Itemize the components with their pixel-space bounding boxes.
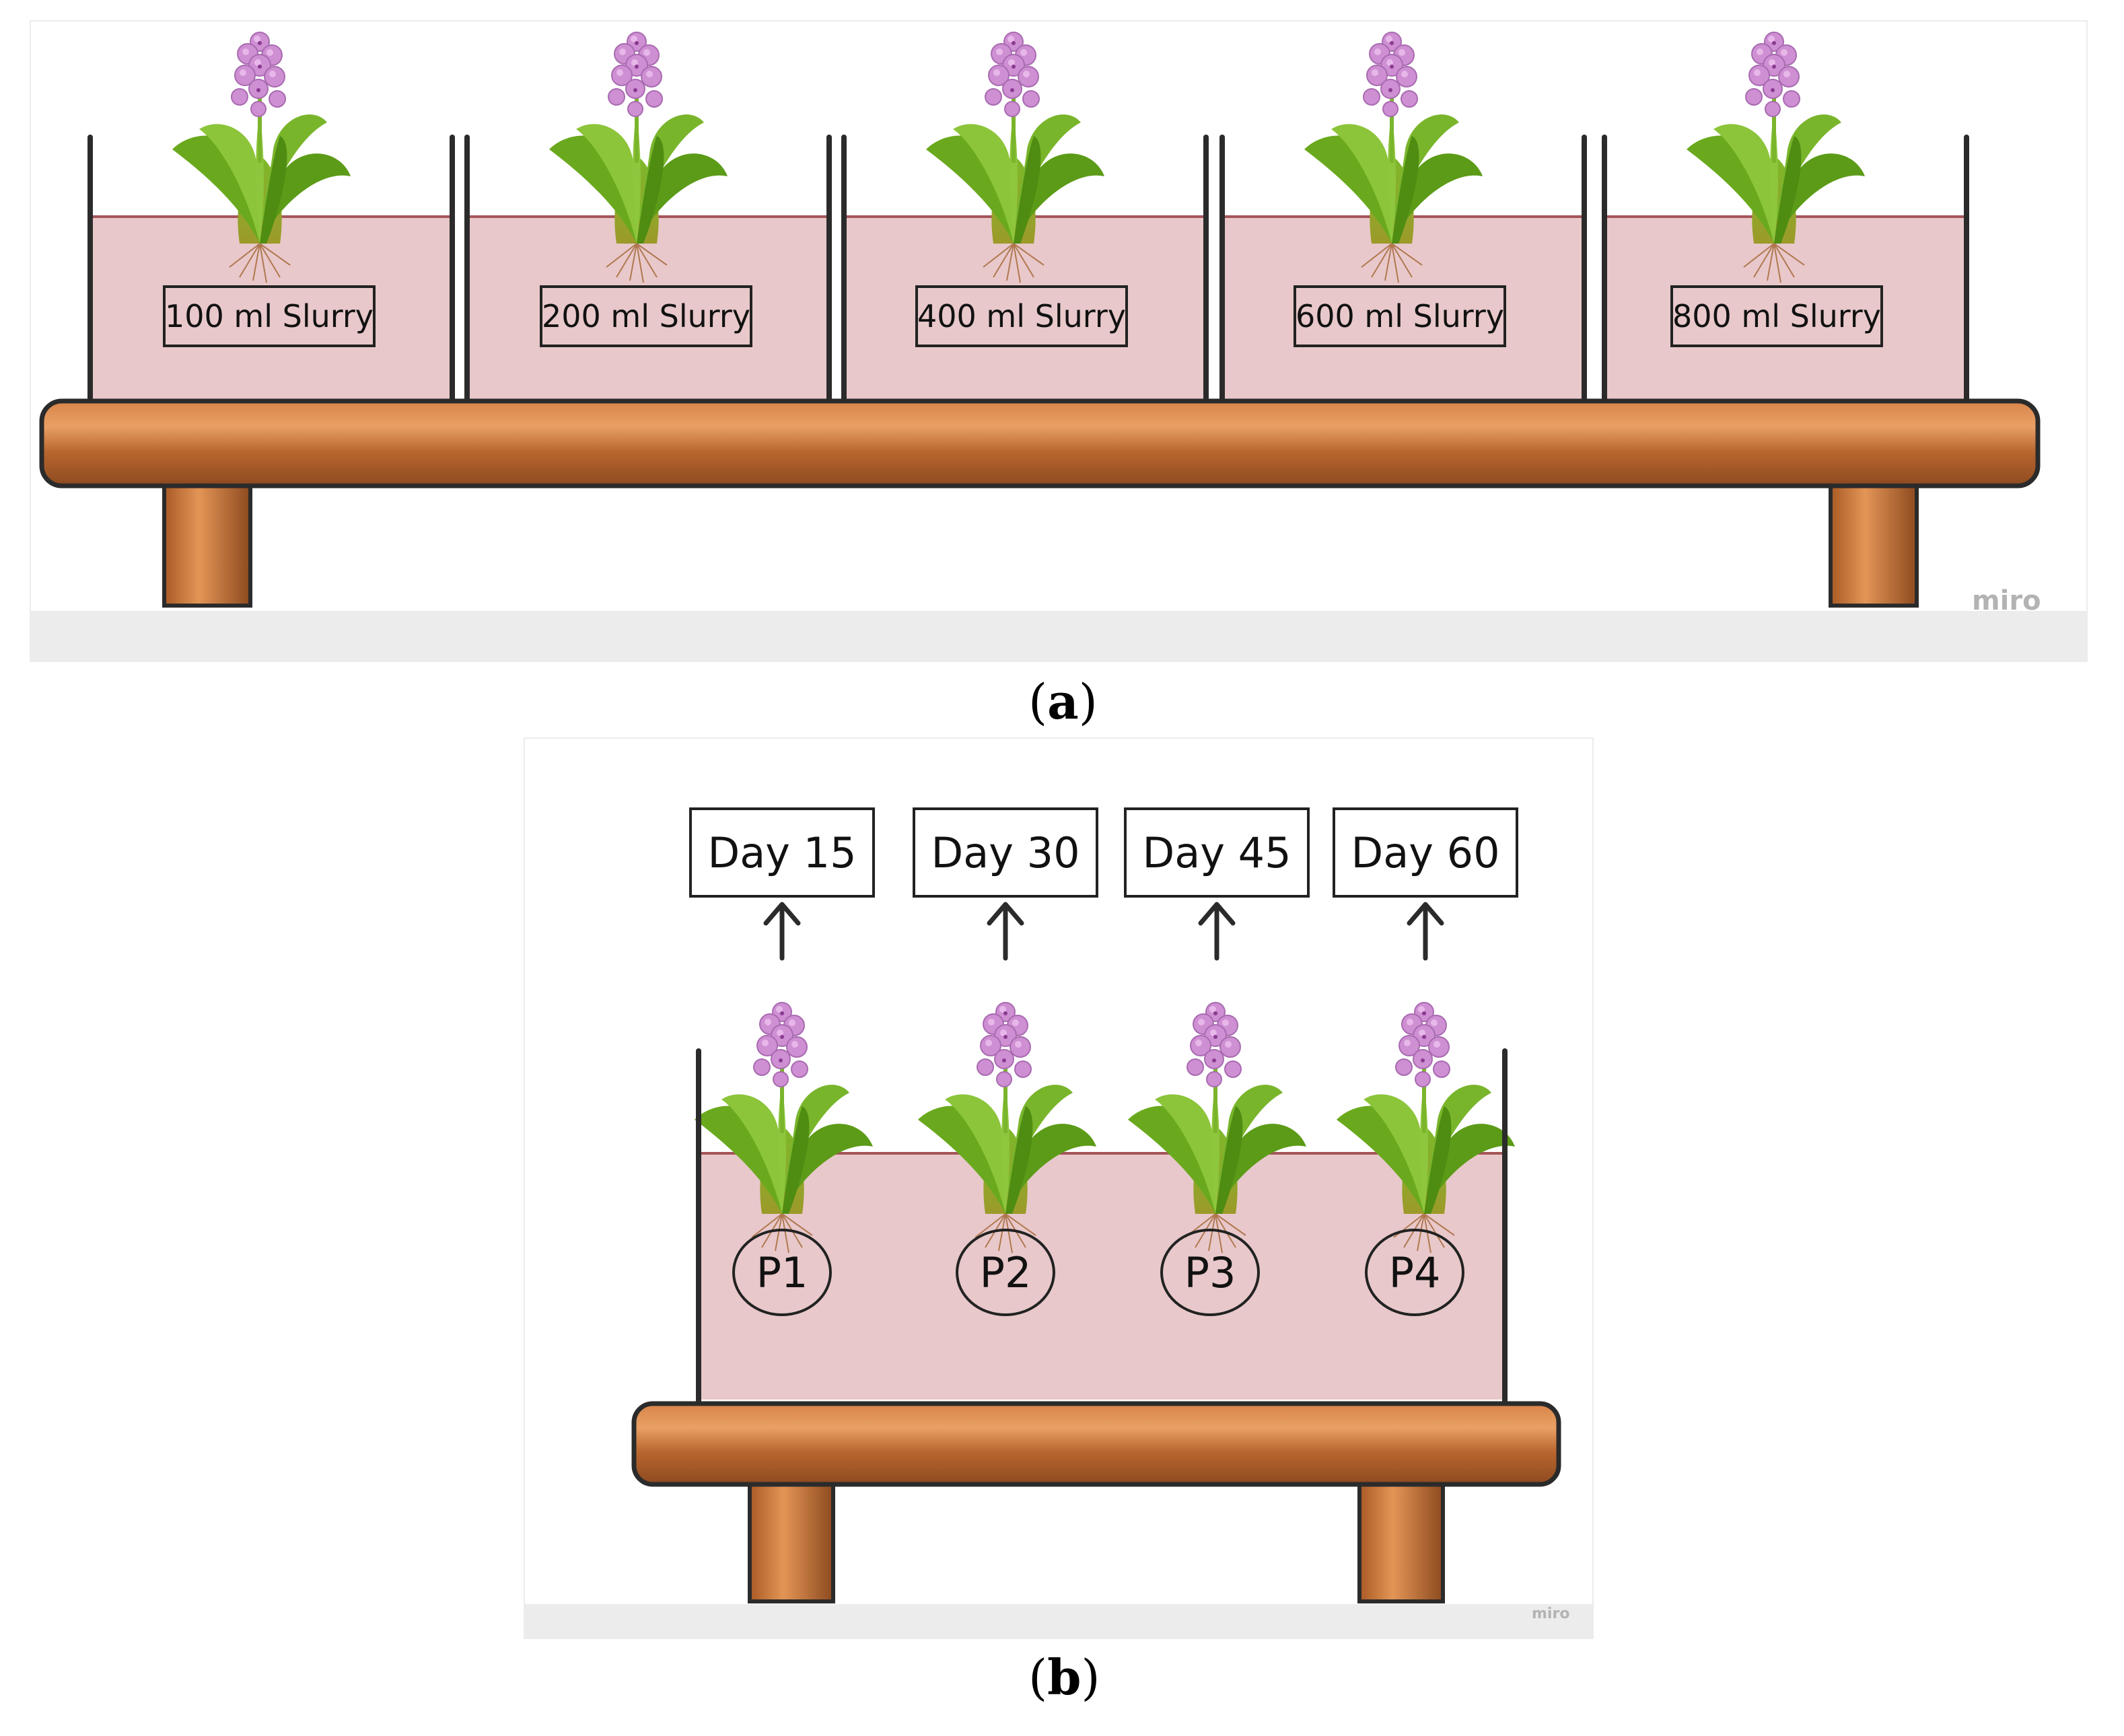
panel-b-floor [524, 1604, 1592, 1638]
slurry-label-200: 200 ml Slurry [540, 285, 752, 347]
panel-a-floor [30, 611, 2086, 661]
plant-label-p4: P4 [1365, 1229, 1464, 1316]
day-label-45: Day 45 [1124, 807, 1310, 898]
day-label-60: Day 60 [1333, 807, 1518, 898]
arrow-up-icon [763, 902, 801, 961]
slurry-label-800: 800 ml Slurry [1670, 285, 1883, 347]
panel-b-caption: (b) [1028, 1649, 1100, 1706]
slurry-label-600: 600 ml Slurry [1294, 285, 1506, 347]
slurry-label-400: 400 ml Slurry [915, 285, 1128, 347]
plant-label-p2: P2 [956, 1229, 1055, 1316]
panel-a-caption: (a) [1028, 673, 1098, 730]
plant-label-p3: P3 [1160, 1229, 1260, 1316]
panel-b-table-legs [748, 1482, 1445, 1603]
plant-label-p1: P1 [732, 1229, 832, 1316]
arrow-up-icon [1407, 902, 1444, 961]
arrow-up-icon [1198, 902, 1236, 961]
panel-b-table-top [631, 1401, 1561, 1487]
panel-b-arrows [763, 902, 1444, 961]
panel-a-table-top [39, 398, 2041, 489]
panel-b-watermark: miro [1532, 1605, 1570, 1622]
panel-a-table-legs [162, 484, 1919, 608]
panel-a-illustration [39, 0, 2041, 608]
panel-a-watermark: miro [1972, 585, 2041, 616]
day-label-15: Day 15 [689, 807, 875, 898]
panel-b-container-walls [696, 1048, 1508, 1404]
slurry-label-100: 100 ml Slurry [163, 285, 376, 347]
panel-a-container-walls [87, 135, 1969, 404]
day-label-30: Day 30 [913, 807, 1098, 898]
arrow-up-icon [987, 902, 1024, 961]
